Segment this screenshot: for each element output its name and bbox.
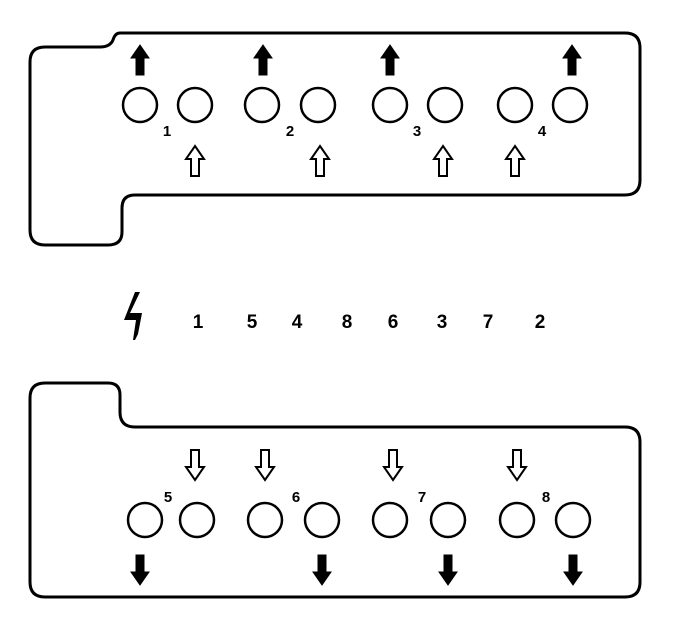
intake-arrow-down-icon — [382, 449, 404, 482]
valve-port-circle — [371, 501, 409, 539]
valve-port-circle — [178, 501, 216, 539]
cylinder-number-label: 2 — [286, 123, 294, 140]
exhaust-arrow-up-icon — [130, 44, 150, 76]
intake-arrow-up-icon — [504, 144, 526, 177]
valve-port-circle — [126, 501, 164, 539]
firing-order-number: 3 — [437, 312, 448, 333]
intake-arrow-down-icon — [254, 449, 276, 482]
lightning-bolt-icon — [124, 292, 142, 340]
cylinder-number-label: 6 — [292, 489, 300, 506]
bottom-cylinder-head-outline — [28, 381, 642, 599]
valve-port-circle — [121, 86, 159, 124]
firing-order-number: 5 — [247, 312, 258, 333]
valve-port-circle — [371, 86, 409, 124]
cylinder-number-label: 5 — [164, 489, 172, 506]
exhaust-arrow-down-icon — [312, 554, 332, 586]
exhaust-arrow-up-icon — [380, 44, 400, 76]
intake-arrow-up-icon — [432, 144, 454, 177]
valve-port-circle — [496, 86, 534, 124]
firing-order-number: 7 — [483, 312, 494, 333]
cylinder-number-label: 4 — [538, 123, 547, 140]
firing-order-number: 6 — [388, 312, 399, 333]
valve-port-circle — [498, 501, 536, 539]
intake-arrow-down-icon — [184, 449, 206, 482]
valve-port-circle — [243, 86, 281, 124]
firing-order-number: 4 — [292, 312, 303, 333]
valve-port-circle — [176, 86, 214, 124]
intake-arrow-up-icon — [184, 144, 206, 177]
intake-arrow-up-icon — [309, 144, 331, 177]
cylinder-number-label: 8 — [542, 489, 550, 506]
valve-port-circle — [299, 86, 337, 124]
exhaust-arrow-down-icon — [130, 554, 150, 586]
valve-port-circle — [303, 501, 341, 539]
exhaust-arrow-down-icon — [563, 554, 583, 586]
cylinder-number-label: 3 — [413, 123, 421, 140]
exhaust-arrow-down-icon — [438, 554, 458, 586]
firing-order-number: 8 — [342, 312, 353, 333]
valve-port-circle — [551, 86, 589, 124]
top-cylinder-head-outline — [28, 31, 642, 247]
valve-port-circle — [429, 501, 467, 539]
valve-port-circle — [246, 501, 284, 539]
valve-port-circle — [554, 501, 592, 539]
cylinder-number-label: 1 — [163, 123, 171, 140]
firing-order-number: 2 — [535, 312, 546, 333]
firing-order-number: 1 — [193, 312, 204, 333]
valve-port-circle — [426, 86, 464, 124]
cylinder-number-label: 7 — [418, 489, 426, 506]
intake-arrow-down-icon — [506, 449, 528, 482]
exhaust-arrow-up-icon — [562, 44, 582, 76]
exhaust-arrow-up-icon — [253, 44, 273, 76]
